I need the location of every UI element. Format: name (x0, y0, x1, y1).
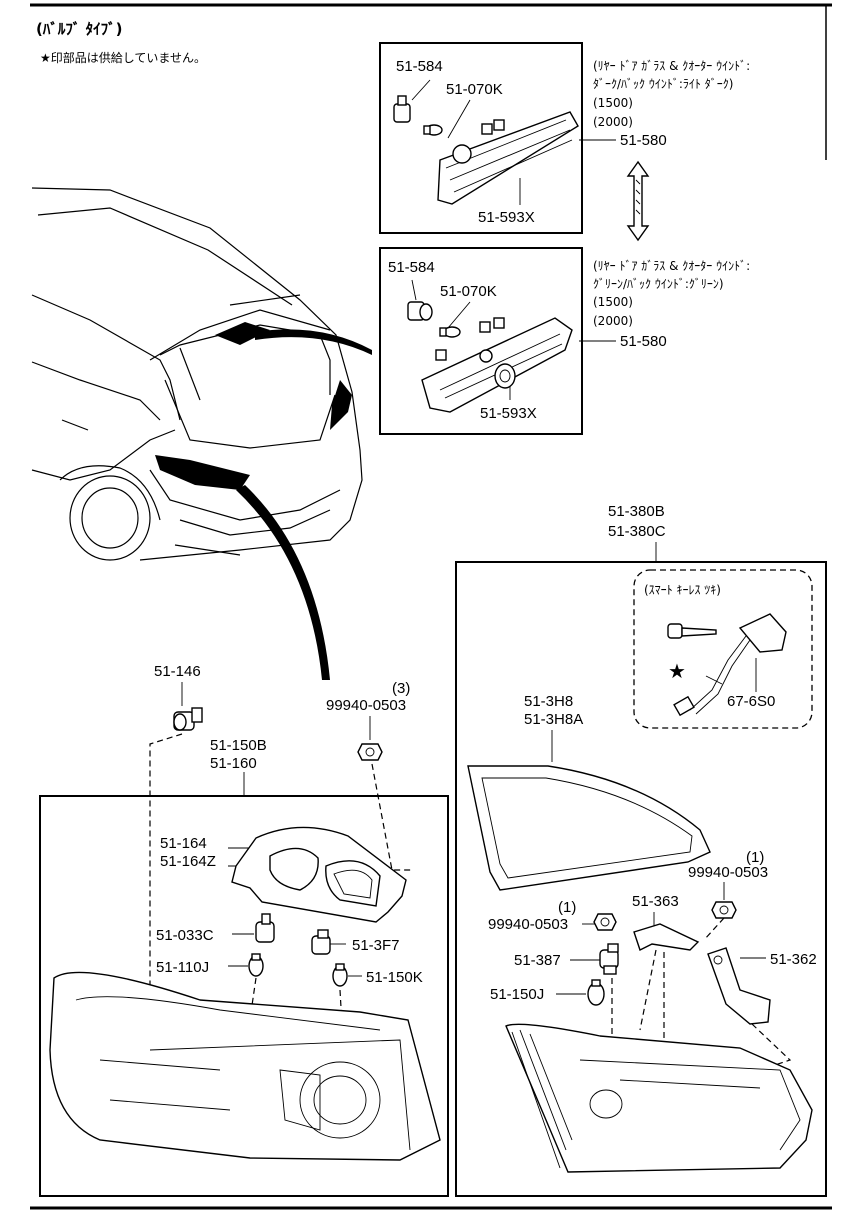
right-rear-lamp-assembly: 51-380B 51-380C (ｽﾏｰﾄ ｷｰﾚｽ ﾂｷ) ★ 67-6S0 … (455, 503, 827, 1197)
part-label: 51-070K (440, 283, 497, 300)
part-label: 51-160 (210, 755, 257, 772)
bulb-socket-icon (393, 95, 411, 123)
license-lamp-icon (437, 111, 579, 205)
quantity-label: (1) (746, 849, 764, 866)
part-label: 51-387 (514, 952, 561, 969)
part-label: 51-593X (480, 405, 537, 422)
left-tail-lamp-shape (155, 455, 250, 490)
rear-combination-lamp-icon (49, 971, 441, 1161)
bulb-icon (439, 326, 461, 338)
part-label: 51-593X (478, 209, 535, 226)
part-label: 51-110J (156, 959, 209, 976)
bulb-icon (423, 124, 443, 136)
upper-box-2: 51-584 51-070K 51-593X 51-580 (379, 247, 667, 435)
quarter-glass-icon (467, 765, 711, 891)
bulb-socket-icon (311, 929, 331, 955)
leader-swoosh-lower (236, 485, 330, 680)
part-label: 99940-0503 (688, 864, 768, 881)
nut-icon (593, 913, 617, 931)
bulb-icon (248, 953, 264, 977)
wiring-harness-icon (673, 613, 787, 717)
spec-line: ｸﾞﾘｰﾝ/ﾊﾞｯｸ ｳｲﾝﾄﾞ:ｸﾞﾘｰﾝ) (593, 277, 724, 291)
part-label: 51-146 (154, 663, 201, 680)
part-label: 51-150J (490, 986, 544, 1003)
spec-line: (1500) (593, 295, 633, 309)
part-label: 51-362 (770, 951, 817, 968)
spec-line: (1500) (593, 96, 633, 110)
part-label: 51-380C (608, 523, 666, 540)
leader-swoosh-upper (255, 329, 372, 355)
part-label: 51-164Z (160, 853, 216, 870)
spec-line: ﾀﾞｰｸ/ﾊﾞｯｸ ｳｲﾝﾄﾞ:ﾗｲﾄ ﾀﾞｰｸ) (593, 77, 733, 91)
spec-line: (ﾘﾔｰ ﾄﾞｱ ｶﾞﾗｽ & ｸｵｰﾀｰ ｳｲﾝﾄﾞ: (593, 259, 750, 273)
part-label: 51-164 (160, 835, 207, 852)
spec-line: (2000) (593, 314, 633, 328)
part-label: 51-150K (366, 969, 423, 986)
diagram-title: (ﾊﾞﾙﾌﾞ ﾀｲﾌﾞ) (36, 20, 122, 38)
bulb-socket-icon (599, 943, 619, 975)
upper-box-1: 51-584 51-070K 51-593X 51-580 (379, 42, 667, 234)
car-illustration (31, 187, 372, 680)
nut-icon (711, 901, 737, 919)
part-label: 51-584 (396, 58, 443, 75)
high-mount-lamp (215, 322, 270, 345)
quantity-label: (1) (558, 899, 576, 916)
bulb-socket-icon (255, 913, 275, 943)
supply-note: ★印部品は供給していません。 (40, 50, 206, 65)
part-label: 51-3H8A (524, 711, 583, 728)
nut-icon (357, 743, 383, 761)
not-supplied-star-icon: ★ (668, 659, 686, 683)
smart-keyless-group: (ｽﾏｰﾄ ｷｰﾚｽ ﾂｷ) ★ 67-6S0 (633, 569, 813, 729)
part-label: 51-150B (210, 737, 267, 754)
screw-icon (667, 623, 717, 639)
left-rear-lamp-assembly: 51-146 51-150B 51-160 (3) 99940-0503 51-… (39, 663, 449, 1197)
bulb-socket-icon (173, 707, 203, 731)
spec-line: (2000) (593, 115, 633, 129)
part-label: 51-033C (156, 927, 214, 944)
bracket-icon (633, 923, 700, 951)
part-label: 99940-0503 (488, 916, 568, 933)
gasket-icon (231, 826, 407, 923)
part-label: 51-070K (446, 81, 503, 98)
bracket-icon (707, 947, 771, 1025)
smart-keyless-label: (ｽﾏｰﾄ ｷｰﾚｽ ﾂｷ) (644, 583, 721, 597)
rear-combination-lamp-icon (505, 1023, 813, 1173)
bulb-icon (587, 979, 605, 1006)
part-label: 51-580 (620, 333, 667, 350)
quantity-label: (3) (392, 680, 410, 697)
part-label: 51-3F7 (352, 937, 400, 954)
alternative-arrow-icon (626, 160, 650, 242)
bulb-socket-icon (407, 301, 433, 321)
right-tail-lamp-shape (330, 380, 352, 430)
part-label: 51-584 (388, 259, 435, 276)
part-label: 51-580 (620, 132, 667, 149)
part-label: 99940-0503 (326, 697, 406, 714)
license-lamp-icon (421, 317, 573, 413)
part-label: 51-363 (632, 893, 679, 910)
spec-line: (ﾘﾔｰ ﾄﾞｱ ｶﾞﾗｽ & ｸｵｰﾀｰ ｳｲﾝﾄﾞ: (593, 59, 750, 73)
bulb-icon (332, 963, 348, 987)
part-label: 51-380B (608, 503, 665, 520)
part-label: 51-3H8 (524, 693, 573, 710)
part-label: 67-6S0 (727, 693, 775, 710)
